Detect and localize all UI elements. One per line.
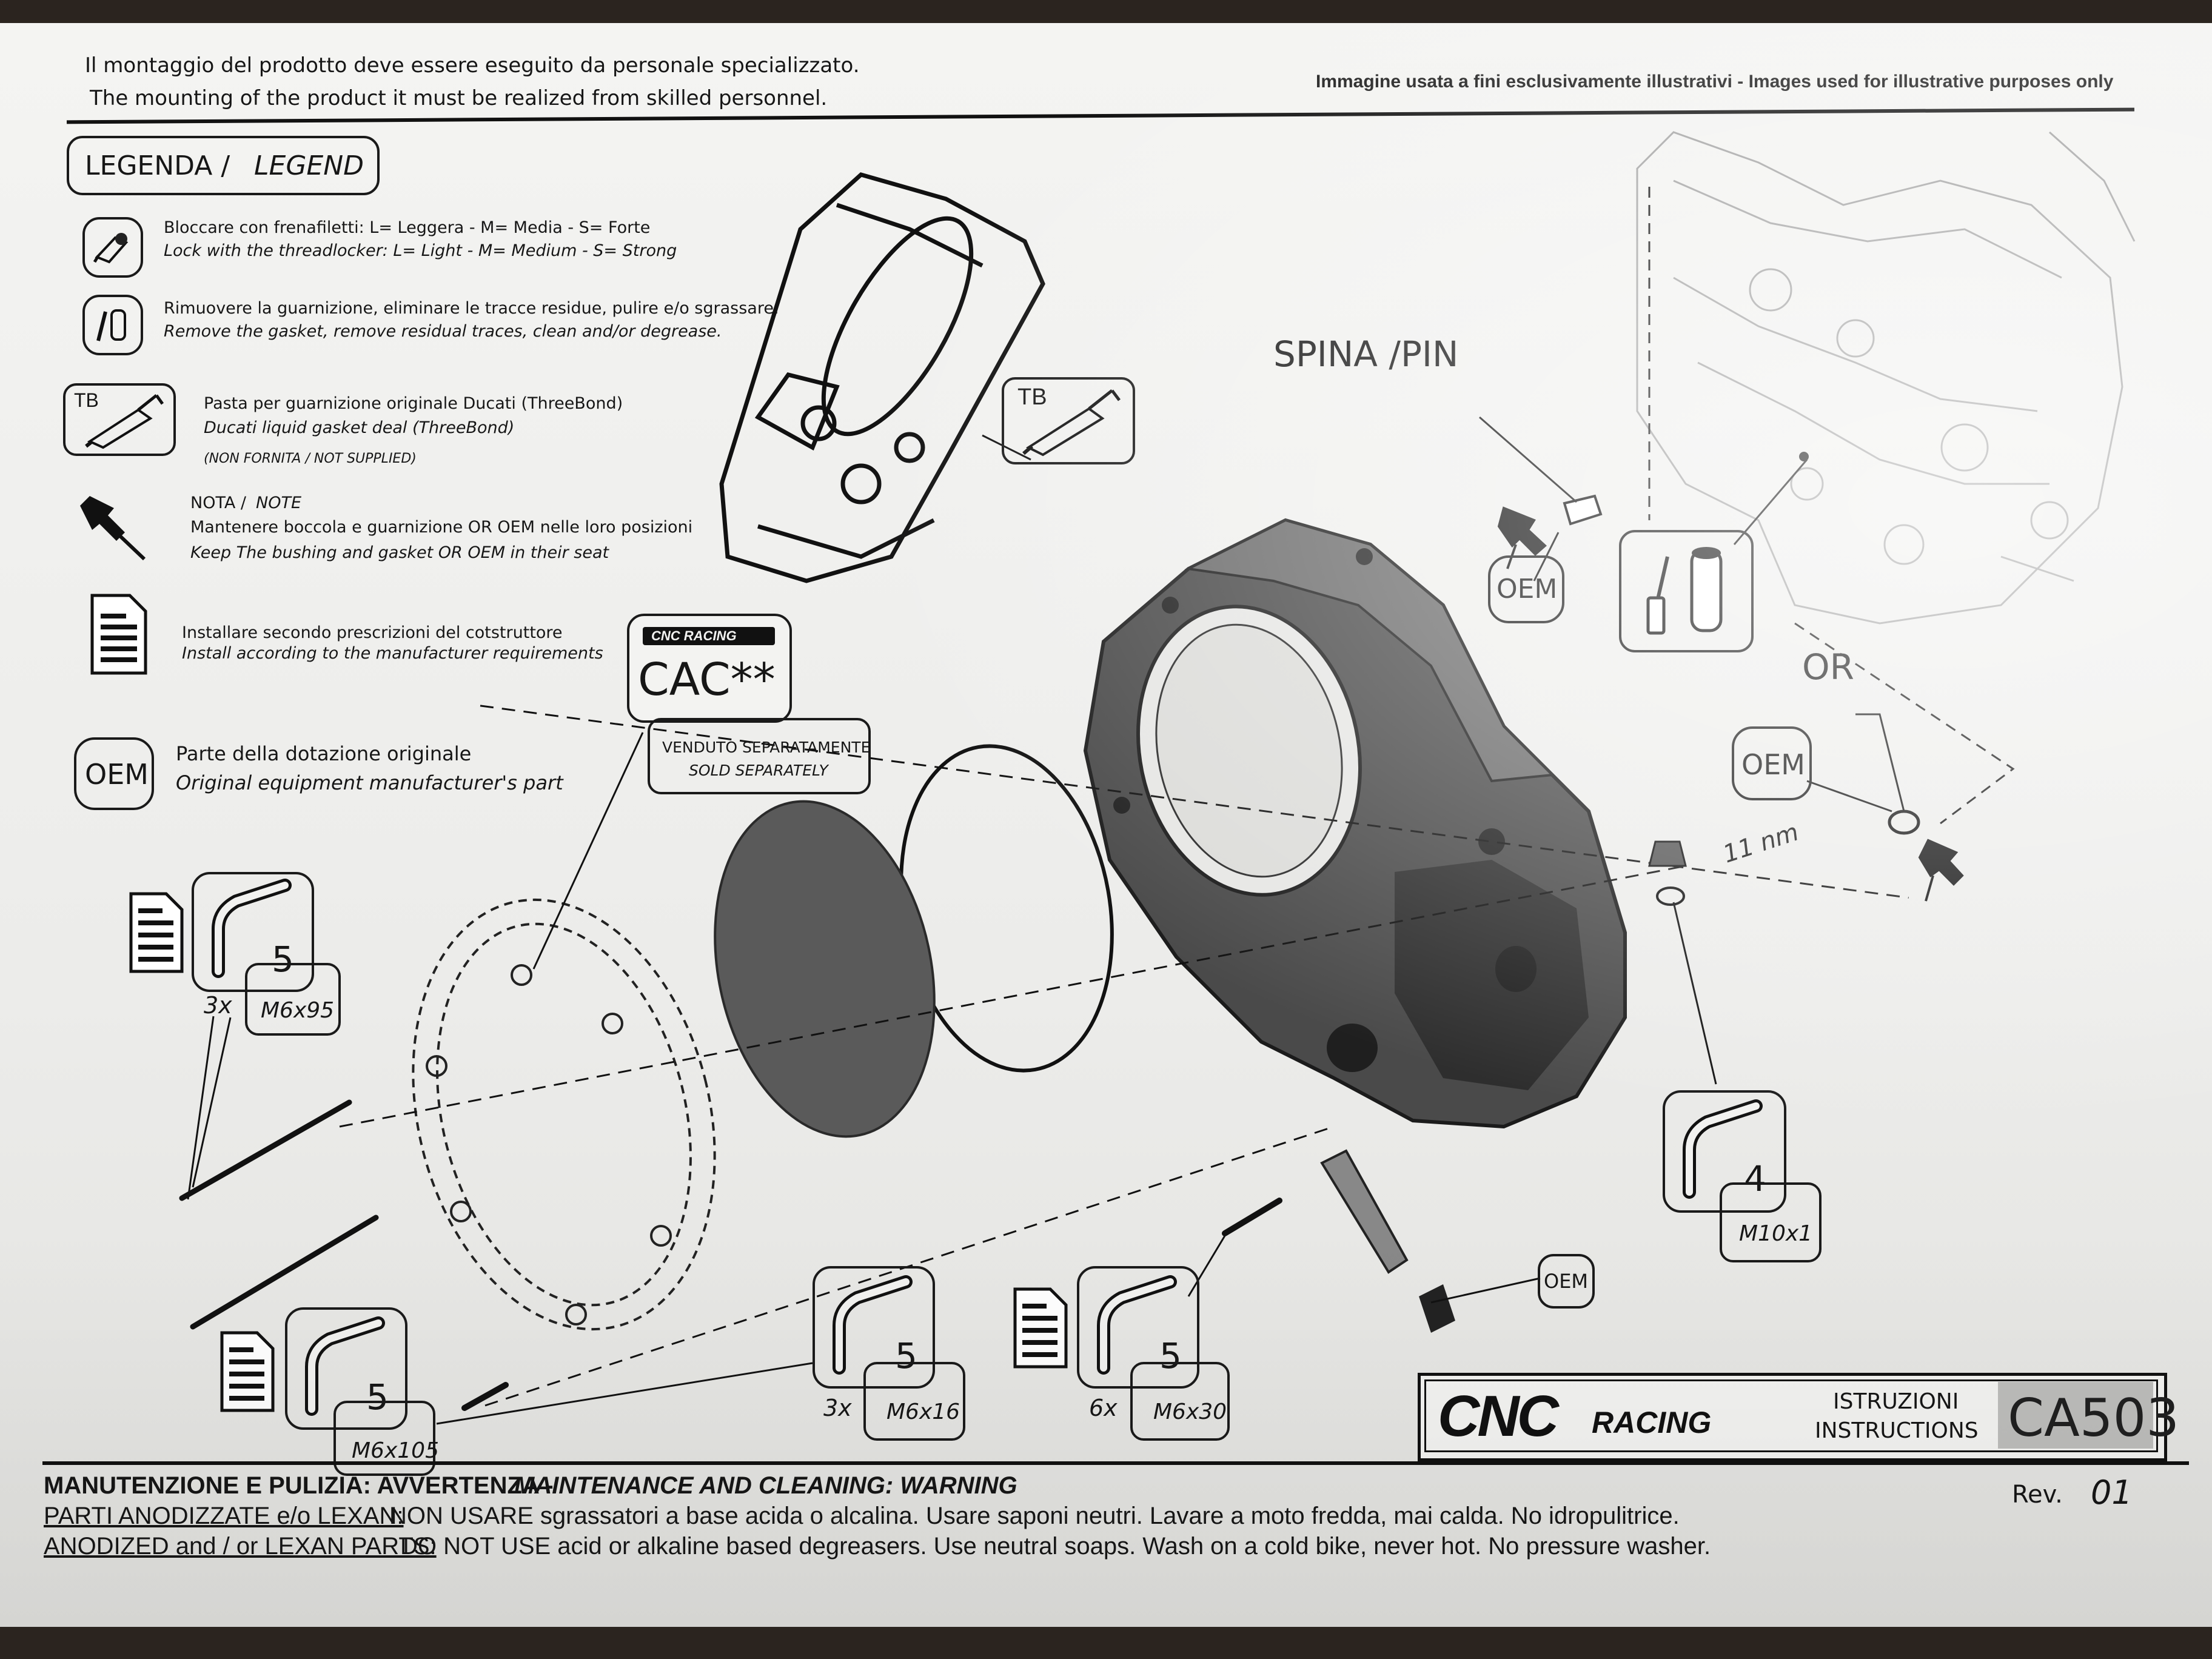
cac-logo: CNC RACING [643, 627, 775, 645]
or-label: OR [1802, 646, 1854, 688]
retainer-plate [1320, 1149, 1409, 1274]
outer-clutch-ring [412, 898, 716, 1331]
product-code: CA503 [2008, 1388, 2180, 1449]
size-m6x30: M6x30 [1153, 1399, 1227, 1424]
document-icon [129, 892, 184, 973]
cleaning-tool-box [1619, 530, 1754, 652]
oem-tag-pin-text: OEM [1496, 574, 1558, 605]
brand-sub: RACING [1592, 1406, 1712, 1439]
instruction-sheet: Il montaggio del prodotto deve essere es… [0, 23, 2212, 1627]
gasket-clean-icon [1646, 547, 1723, 635]
rev-value: 01 [2091, 1473, 2133, 1512]
qty-m6x30: 6x [1089, 1395, 1118, 1421]
footer-line2-text: NON USARE sgrassatori a base acida o alc… [389, 1503, 1680, 1529]
size-tag-m6x16: M6x16 [863, 1362, 965, 1441]
oem-tag-clip: OEM [1538, 1254, 1595, 1309]
oem-tag-pin: OEM [1488, 555, 1564, 623]
oem-clip [1419, 1284, 1455, 1333]
sold-separately-en: SOLD SEPARATELY [689, 762, 828, 779]
document-icon [220, 1331, 275, 1412]
size-m6x105: M6x105 [352, 1438, 439, 1463]
footer-warning-it: MANUTENZIONE E PULIZIA: AVVERTENZA - [44, 1472, 554, 1499]
size-tag-m10x1: M10x1 [1720, 1182, 1822, 1262]
oem-tag-clip-text: OEM [1544, 1270, 1589, 1293]
m10-plug [1648, 840, 1687, 867]
short-bolt-m6x16 [461, 1382, 509, 1411]
pushpin-or-icon [1918, 839, 1964, 902]
long-bolt-m6x95 [179, 1099, 352, 1201]
footer-line3-label: ANODIZED and / or LEXAN PARTS: [44, 1533, 437, 1560]
clutch-window-disc [714, 800, 936, 1138]
short-bolt-m6x30 [1222, 1198, 1282, 1236]
instructions-it: ISTRUZIONI [1833, 1389, 1959, 1414]
qty-m6x95: 3x [204, 992, 232, 1019]
instructions-en: INSTRUCTIONS [1815, 1418, 1979, 1443]
footer-line2-label: PARTI ANODIZZATE e/o LEXAN: [44, 1503, 404, 1529]
sold-separately-it: VENDUTO SEPARATAMENTE [662, 739, 871, 756]
threebond-tube-icon [1022, 389, 1121, 457]
m10-o-ring [1656, 886, 1685, 906]
oem-tag-or-text: OEM [1741, 748, 1805, 781]
cac-code: CAC** [638, 654, 776, 706]
brand-logo: CNC [1438, 1384, 1559, 1449]
title-block: CNC RACING ISTRUZIONI INSTRUCTIONS CA503 [1418, 1373, 2179, 1461]
oem-tag-or: OEM [1732, 726, 1812, 800]
sold-separately-tag: VENDUTO SEPARATAMENTE SOLD SEPARATELY [648, 718, 871, 794]
size-m6x95: M6x95 [261, 998, 335, 1023]
spina-pin-label: SPINA /PIN [1273, 333, 1459, 375]
or-seal [1888, 809, 1920, 835]
rev-label: Rev. [2012, 1481, 2063, 1509]
cac-logo-text: CNC RACING [651, 628, 737, 643]
code-cell: CA503 [1998, 1382, 2179, 1449]
qty-m6x16: 3x [823, 1395, 852, 1421]
footer-warning-en: MAINTENANCE AND CLEANING: WARNING [514, 1472, 1017, 1499]
pin-bushing [1563, 494, 1603, 526]
size-tag-m6x30: M6x30 [1130, 1362, 1230, 1441]
footer-rule [42, 1461, 2189, 1465]
size-m6x16: M6x16 [886, 1399, 960, 1424]
cac-product-tag: CNC RACING CAC** [627, 614, 792, 723]
clutch-cover-outline [719, 172, 1045, 583]
tb-tag: TB [1002, 377, 1135, 464]
document-icon [1013, 1287, 1068, 1369]
size-tag-m6x95: M6x95 [245, 963, 341, 1036]
size-m10x1: M10x1 [1739, 1221, 1813, 1246]
footer-line3-text: DO NOT USE acid or alkaline based degrea… [400, 1533, 1711, 1560]
